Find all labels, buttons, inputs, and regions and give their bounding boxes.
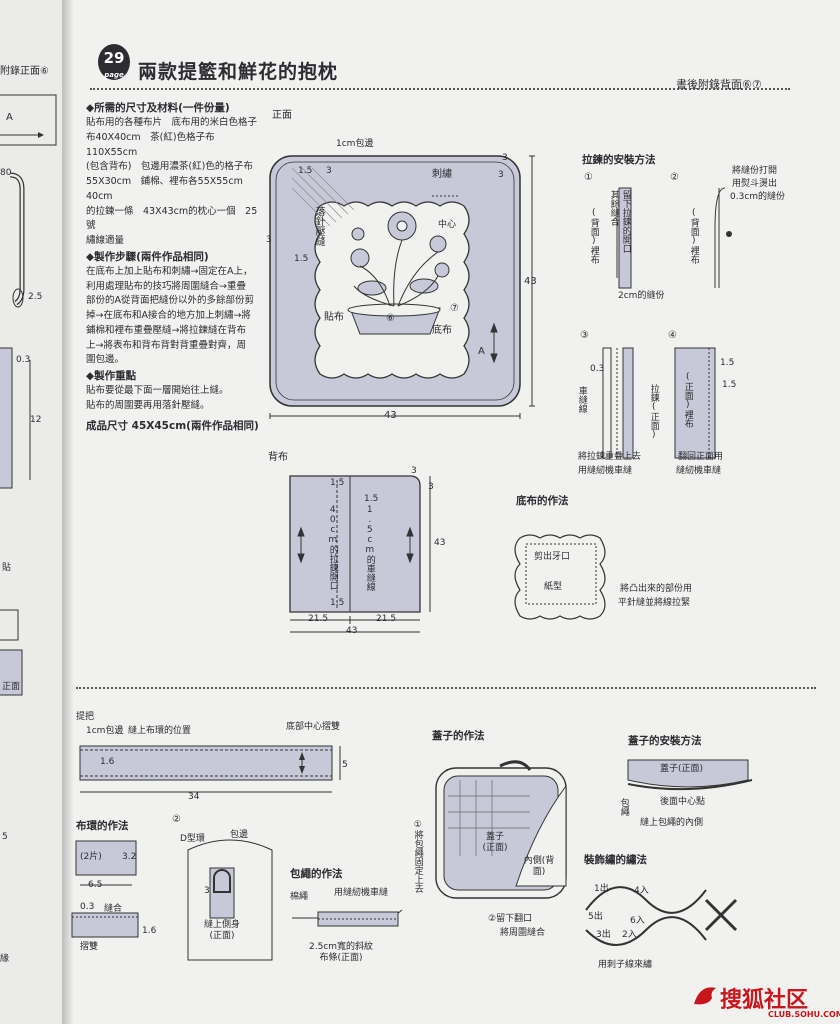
handle-label: 提把 [76, 712, 95, 722]
zipper-section-title: 拉鍊的安裝方法 [582, 154, 656, 166]
d-ring-diagram [187, 839, 273, 961]
materials-heading: ◆所需的尺寸及材料(一件份量) [86, 102, 230, 114]
front-width-dim: 43 [384, 410, 397, 421]
lid-section-title: 蓋子的作法 [432, 730, 485, 742]
quilting-label: 落針壓縫 [313, 206, 324, 246]
loop-diagram [71, 840, 139, 938]
materials-text: ◆所需的尺寸及材料(一件份量) 貼布用的各種布片 底布用的米白色格子布40X40… [86, 100, 261, 434]
left-dim-80: 80 [0, 168, 12, 178]
lid-diagram [435, 760, 567, 899]
bottom-fabric-label: 底布 [432, 325, 452, 336]
tips-heading: ◆製作重點 [86, 370, 137, 383]
left-dim-12: 12 [30, 415, 42, 425]
left-dim-03: 0.3 [16, 355, 31, 365]
site-watermark-logo: 搜狐社区 CLUB.SOHU.COM [694, 982, 840, 1019]
left-page-ref: 附錄正面⑥ [0, 66, 49, 77]
front-height-dim: 43 [524, 276, 537, 287]
left-label-front: 正面 [2, 682, 21, 692]
front-binding-label: 1cm包邊 [336, 139, 374, 149]
machine-seam-label: 1.5cm的車縫線 [364, 505, 375, 591]
header-rule [90, 88, 790, 93]
cross-stitch-diagram [585, 886, 738, 946]
base-fabric-diagram [514, 534, 606, 620]
front-label: 正面 [272, 110, 292, 121]
zipper-opening-label: 40cm的拉鍊開口 [327, 505, 338, 590]
left-label-5: 5 [2, 832, 8, 842]
embroidery-label: 刺繡 [432, 169, 452, 180]
cord-section-title: 包繩的作法 [290, 868, 343, 880]
piece-6-label: ⑥ [386, 313, 395, 324]
page-title: 兩款提籃和鮮花的抱枕 [138, 61, 339, 83]
lid-attach-diagram [627, 759, 753, 791]
back-panel-diagram [289, 475, 431, 633]
embroidery-section-title: 裝飾繡的繡法 [584, 854, 647, 866]
book-gutter [62, 0, 74, 1024]
left-dim-25: 2.5 [28, 292, 43, 302]
applique-label: 貼布 [324, 312, 344, 323]
handle-diagram [79, 745, 341, 793]
steps-heading: ◆製作步驟(兩件作品相同) [86, 250, 209, 263]
left-label-pin: 貼 [2, 563, 12, 573]
base-section-title: 底布的作法 [516, 495, 569, 507]
left-label-a: A [6, 112, 13, 123]
left-fragment-drawing [0, 94, 57, 696]
left-label-misc: 緣 [0, 954, 10, 964]
finished-size: 成品尺寸 45X45cm(兩件作品相同) [86, 419, 259, 432]
piece-7-label: ⑦ [450, 303, 459, 314]
pattern-sheet-ref: 書後附錄背面⑥⑦ [676, 78, 762, 91]
back-label: 背布 [268, 452, 288, 463]
front-panel-diagram [269, 155, 535, 419]
zipper-steps-diagram [602, 187, 732, 459]
center-label: 中心 [438, 220, 457, 230]
lid-attach-title: 蓋子的安裝方法 [628, 735, 702, 747]
fox-icon [694, 987, 716, 1005]
part-a-label: A [478, 346, 485, 357]
cord-diagram [292, 909, 403, 927]
section-divider [76, 687, 816, 689]
loop-section-title: 布環的作法 [76, 820, 129, 832]
